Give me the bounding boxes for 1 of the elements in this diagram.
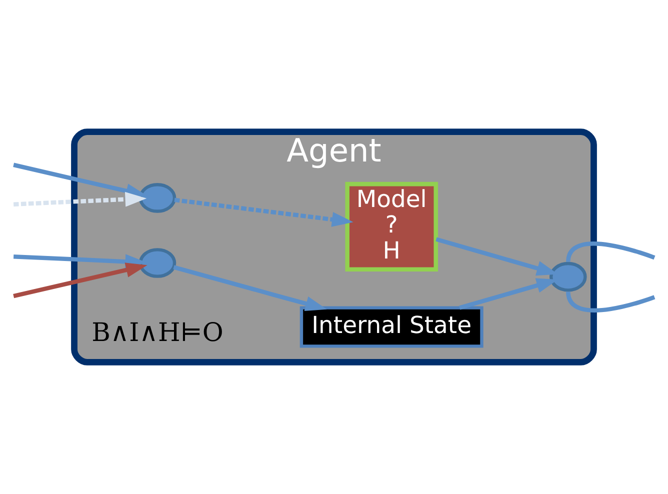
label: B∧I∧H⊨O bbox=[92, 318, 224, 348]
